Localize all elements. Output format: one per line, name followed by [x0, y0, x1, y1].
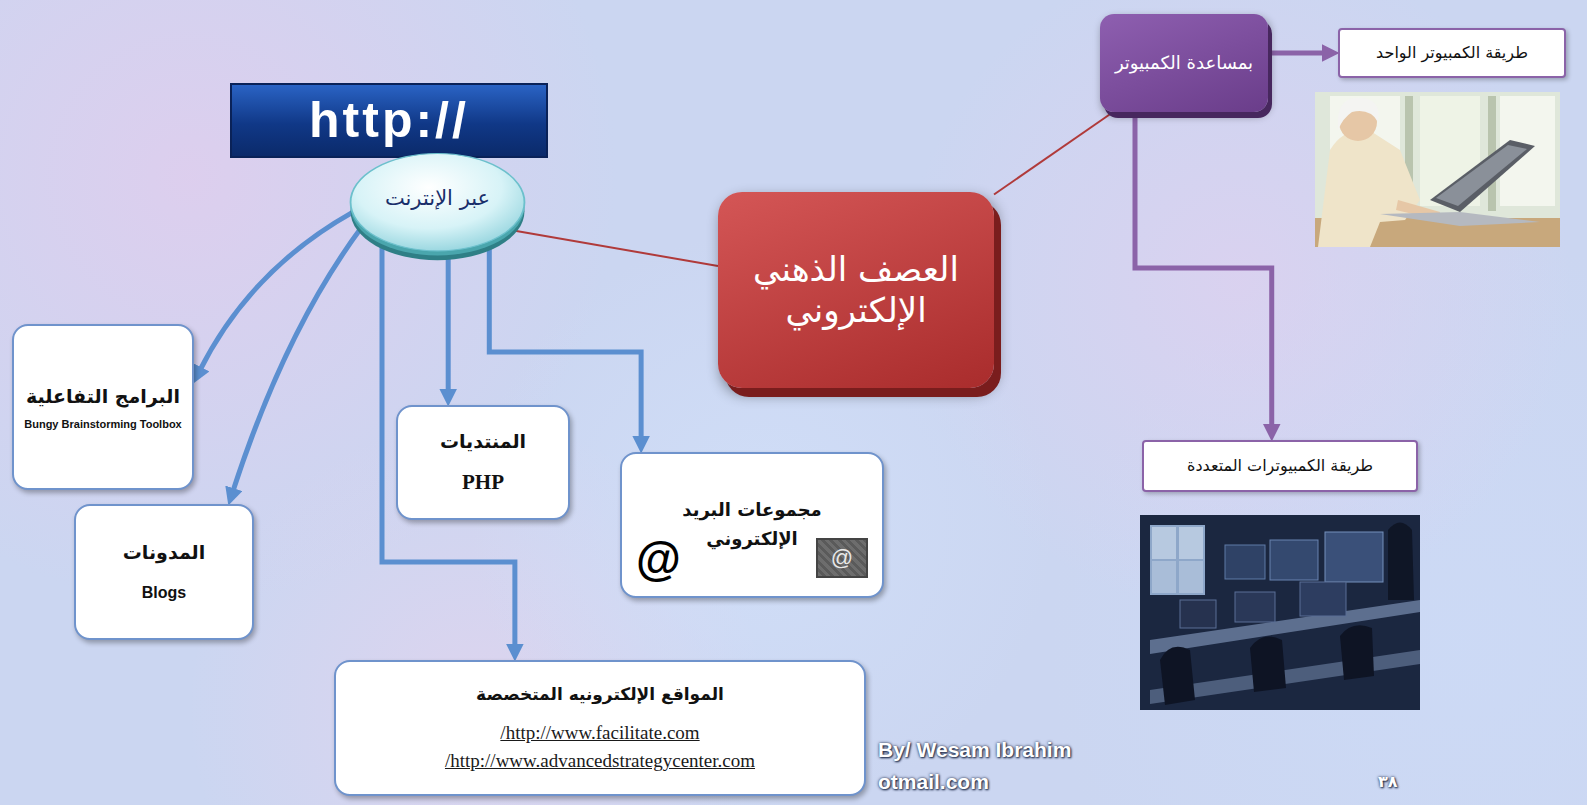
connector	[1268, 51, 1326, 56]
method-box: طريقة الكمبيوترات المتعددة	[1142, 440, 1418, 492]
tool-box: مجموعات البريد الإلكتروني@ @	[620, 452, 884, 598]
method-box: طريقة الكمبيوتر الواحد	[1338, 28, 1566, 78]
elderly-woman-laptop-photo	[1315, 92, 1560, 247]
node-title: العصف الذهني الإلكتروني	[732, 249, 980, 331]
node-subtext: /http://www.facilitate.com	[500, 721, 699, 745]
node-title: البرامج التفاعلية	[26, 382, 180, 411]
email-icon: @	[816, 538, 868, 578]
node-subtext: /http://www.advancedstrategycenter.com	[445, 749, 755, 773]
tool-box: المدونات Blogs	[74, 504, 254, 640]
node-subtext: PHP	[462, 469, 504, 495]
central-topic-box: العصف الذهني الإلكتروني	[718, 192, 994, 388]
connector	[994, 112, 1113, 194]
tool-box: البرامج التفاعلية Bungy Brainstorming Too…	[12, 324, 194, 490]
watermark: By/ Wesam Ibrahim	[878, 738, 1071, 762]
connector	[232, 227, 362, 493]
connector	[199, 212, 352, 371]
node-title: المواقع الإلكترونيه المتخصصة	[476, 684, 724, 705]
node-title: طريقة الكمبيوتر الواحد	[1376, 43, 1528, 63]
node-subtext: Blogs	[142, 583, 186, 603]
branch-box: بمساعدة الكمبيوتر	[1100, 14, 1268, 112]
connector	[1135, 112, 1272, 428]
node-title: طريقة الكمبيوترات المتعددة	[1187, 456, 1373, 476]
page-number: ٣٨	[1378, 772, 1398, 791]
connector	[446, 251, 451, 393]
node-subtext: @	[636, 536, 681, 582]
node-title: عبر الإنترنت	[385, 186, 490, 211]
computer-lab-photo	[1140, 515, 1420, 710]
http-banner: http://	[230, 83, 548, 158]
internet-ellipse: عبر الإنترنت	[345, 150, 530, 266]
watermark: otmail.com	[878, 770, 989, 794]
tool-box: المنتديات PHP	[396, 405, 570, 520]
node-subtext: Bungy Brainstorming Toolbox	[24, 418, 181, 432]
node-title: http://	[309, 89, 469, 152]
node-title: المنتديات	[440, 430, 526, 454]
node-title: مجموعات البريد الإلكتروني	[682, 496, 822, 554]
website-box: المواقع الإلكترونيه المتخصصة/http://www.…	[334, 660, 866, 796]
connector	[509, 230, 718, 266]
node-title: المدونات	[123, 541, 206, 565]
node-title: بمساعدة الكمبيوتر	[1115, 51, 1253, 74]
